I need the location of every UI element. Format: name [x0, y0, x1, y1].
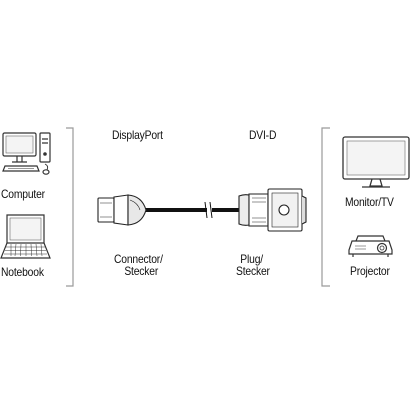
monitor-icon	[342, 136, 410, 188]
dvi-kind-label: Plug/ Stecker	[236, 253, 270, 277]
notebook-label: Notebook	[1, 265, 44, 279]
dvi-kind-line2: Stecker	[236, 264, 270, 278]
dvi-kind-line1: Plug/	[240, 252, 263, 266]
dvi-plug-icon	[238, 188, 307, 232]
displayport-kind-line2: Stecker	[124, 264, 159, 278]
left-bracket	[66, 127, 74, 287]
computer-icon	[2, 132, 51, 175]
displayport-kind-label: Connector/ Stecker	[114, 253, 163, 277]
right-bracket	[321, 127, 330, 287]
projector-label: Projector	[350, 264, 390, 278]
cable	[141, 201, 239, 219]
displayport-title: DisplayPort	[112, 128, 163, 142]
computer-label: Computer	[1, 187, 45, 201]
displayport-kind-line1: Connector/	[114, 252, 163, 266]
dvi-title: DVI-D	[249, 128, 277, 142]
notebook-icon	[0, 214, 51, 259]
displayport-plug-icon	[97, 194, 147, 226]
projector-icon	[348, 235, 393, 257]
monitor-tv-label: Monitor/TV	[345, 195, 394, 209]
